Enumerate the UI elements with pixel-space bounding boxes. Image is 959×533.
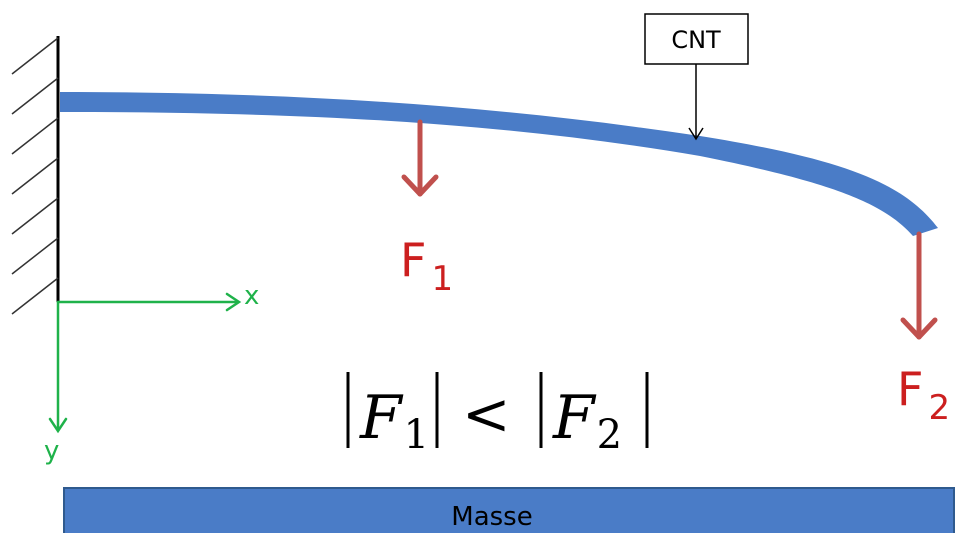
force-inequality: F1 < F2: [346, 372, 649, 458]
x-axis-arrowhead: [225, 292, 242, 312]
cnt-callout: CNT: [644, 13, 749, 141]
cnt-label: CNT: [671, 26, 721, 54]
force2-subscript: 2: [928, 388, 950, 428]
force2-arrow: [900, 231, 938, 340]
wall-hatching: [11, 37, 59, 315]
eq-operator: <: [462, 380, 511, 448]
cnt-pointer-arrowhead: [688, 127, 704, 141]
force1-arrow: [401, 119, 439, 197]
mass-block: [63, 487, 955, 533]
mass-label: Masse: [451, 502, 532, 532]
y-axis-label: y: [44, 436, 59, 466]
cnt-beam: [60, 92, 938, 236]
eq-rhs: F2: [552, 383, 622, 458]
axes: [48, 292, 242, 434]
fixed-wall: [11, 36, 60, 315]
x-axis-label: x: [244, 281, 259, 311]
force1-subscript: 1: [431, 259, 453, 299]
y-axis-arrowhead: [48, 417, 68, 434]
eq-lhs: F1: [359, 383, 429, 458]
